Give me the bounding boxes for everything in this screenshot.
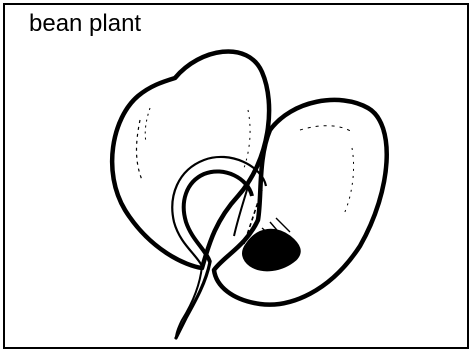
radicle bbox=[176, 262, 210, 338]
right-cotyledon bbox=[214, 100, 387, 305]
